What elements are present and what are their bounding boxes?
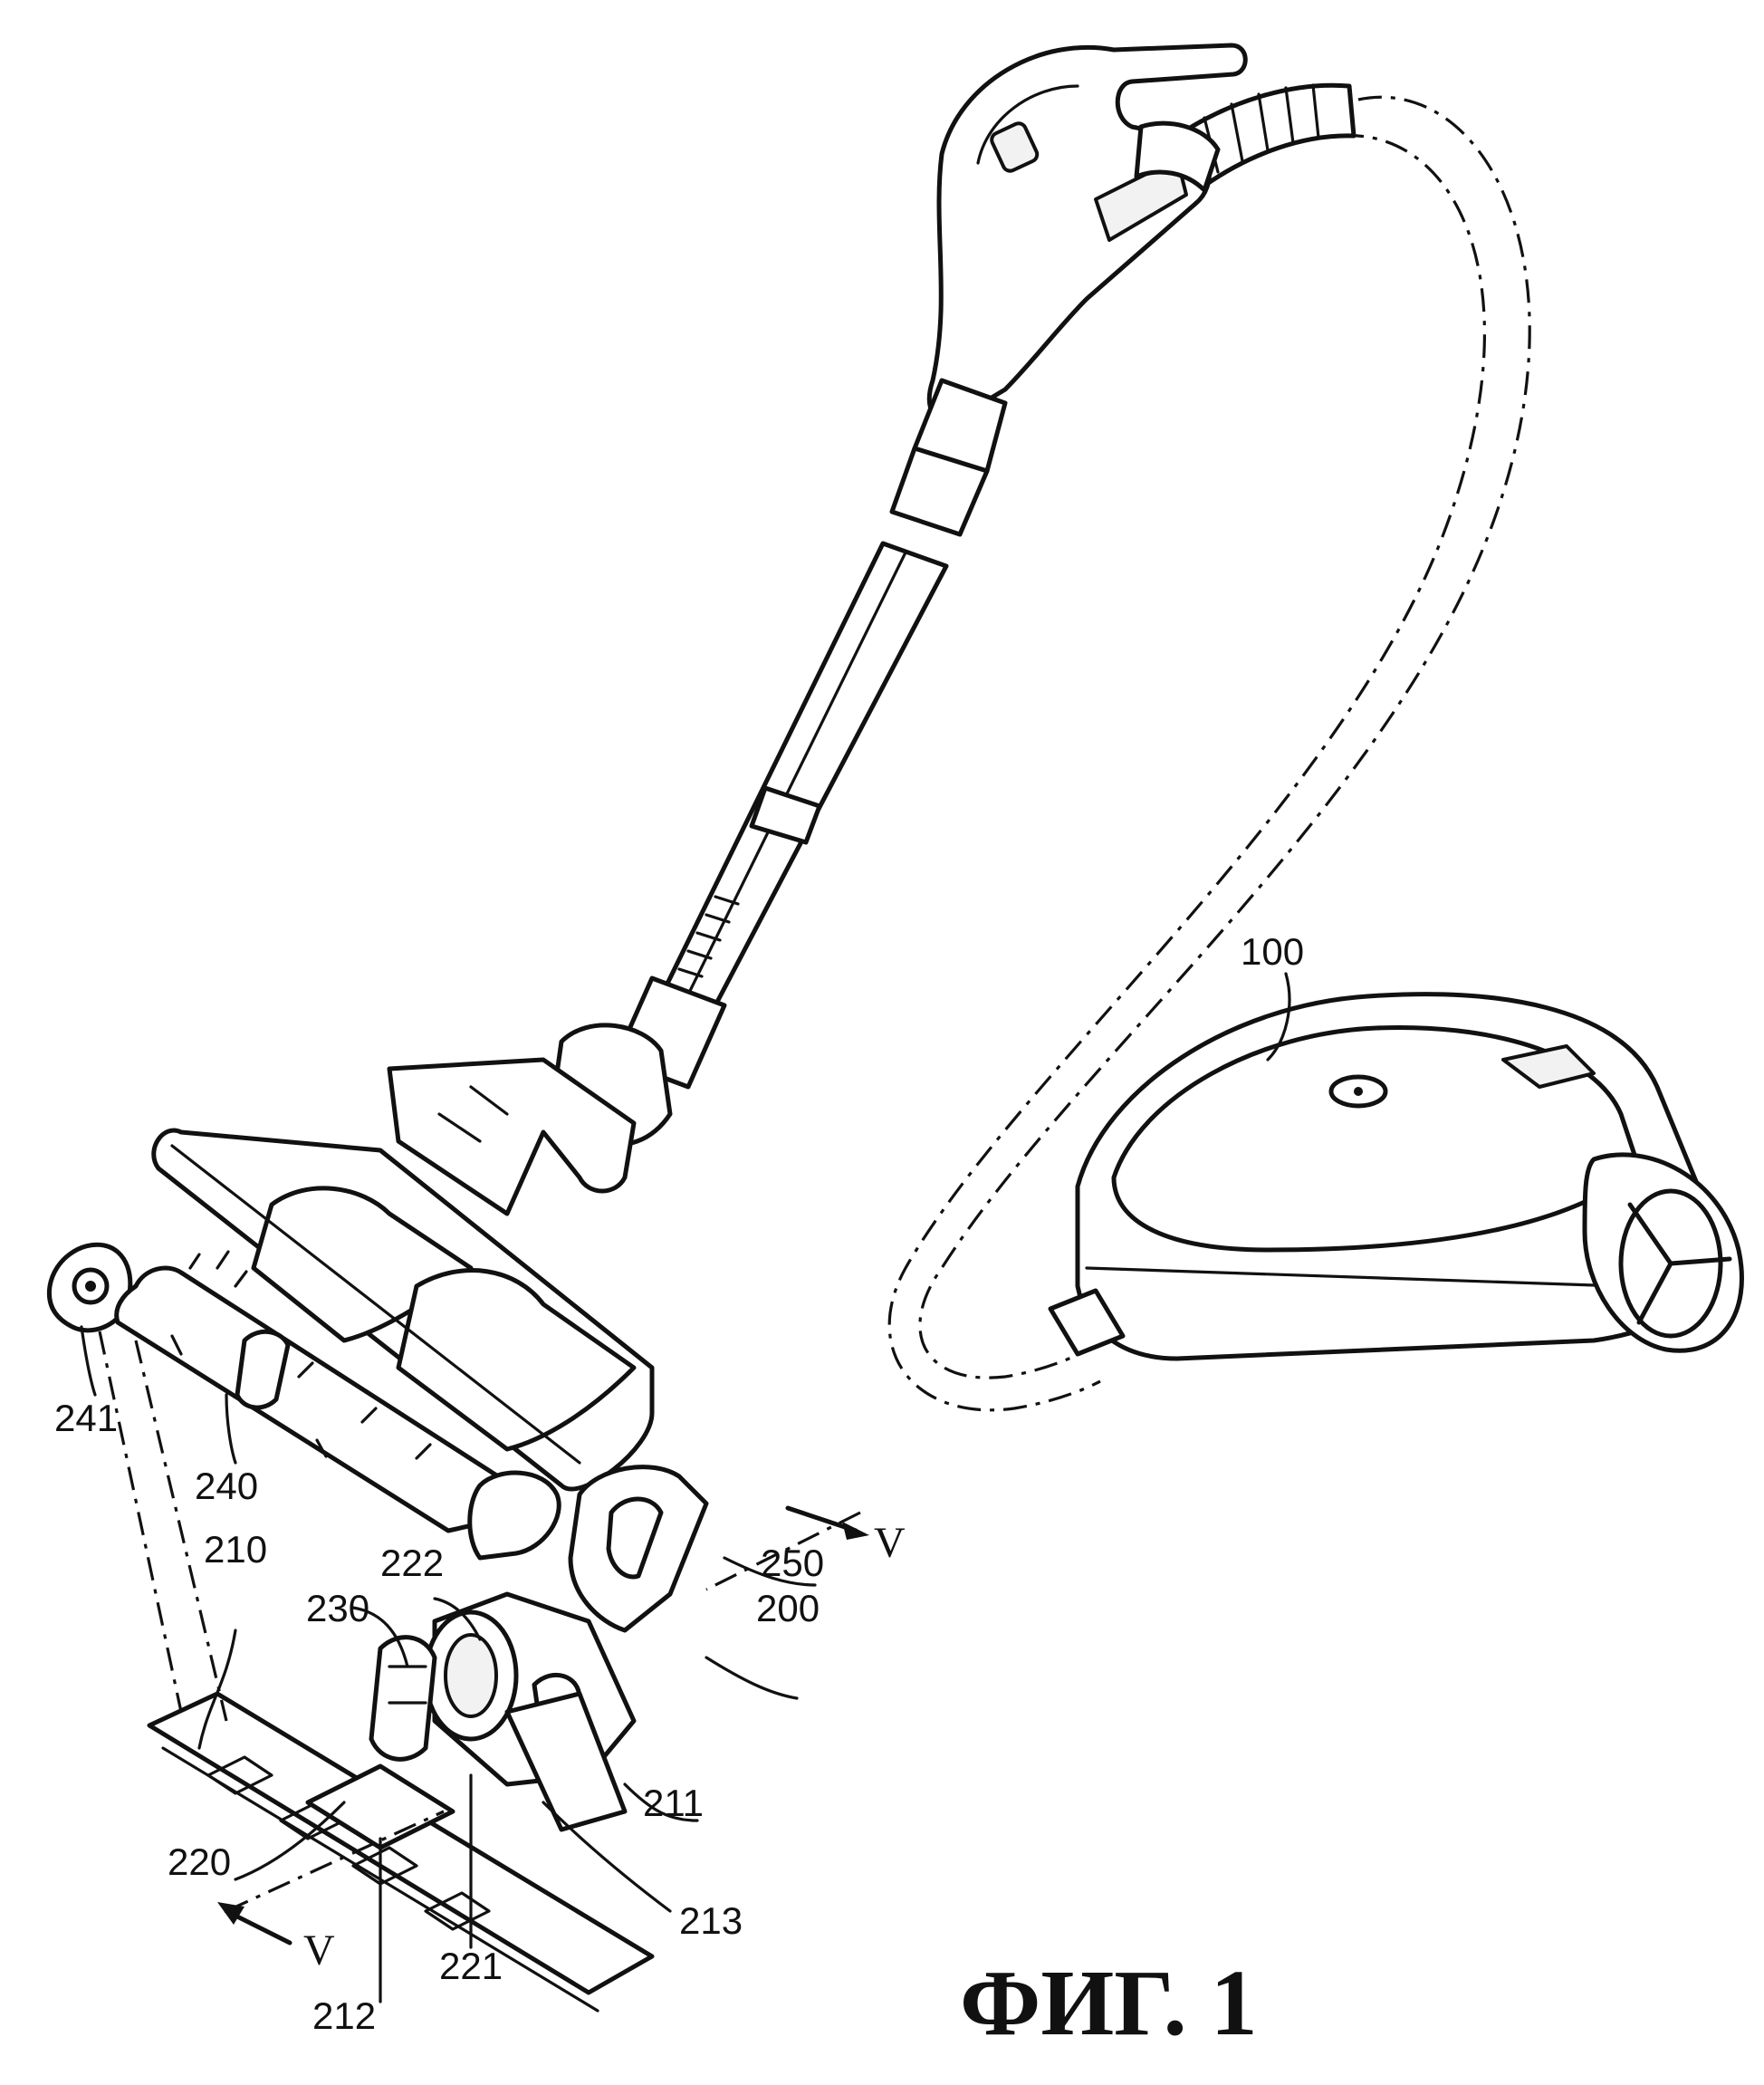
label-213: 213 [679, 1899, 743, 1942]
label-250: 250 [761, 1542, 825, 1584]
explode-lines [98, 1331, 228, 1722]
label-230: 230 [306, 1587, 370, 1629]
extension-tube [613, 378, 1008, 1090]
label-211: 211 [643, 1782, 704, 1824]
label-100: 100 [1241, 930, 1305, 973]
label-212: 212 [312, 1994, 377, 2037]
nozzle-assembled [151, 1023, 673, 1492]
label-222: 222 [380, 1542, 445, 1584]
hose-inlet [1048, 1288, 1126, 1357]
section-marker-upper: V [874, 1519, 906, 1567]
label-241: 241 [54, 1397, 119, 1439]
label-210: 210 [204, 1528, 268, 1571]
hose-dashed [887, 95, 1531, 1412]
figure-caption: ФИГ. 1 [960, 1951, 1258, 2055]
leader-lines [80, 972, 1291, 2003]
brush-roller [114, 1250, 561, 1561]
section-marker-lower: V [303, 1926, 335, 1975]
main-body [1048, 992, 1744, 1361]
section-line [217, 1505, 869, 1946]
label-240: 240 [195, 1465, 259, 1507]
label-220: 220 [168, 1840, 232, 1883]
tube-lock-icon [749, 785, 822, 845]
label-200: 200 [756, 1587, 820, 1629]
label-221: 221 [439, 1945, 503, 1987]
handle-switch-icon [990, 121, 1040, 173]
upper-casing [568, 1465, 709, 1633]
handle [926, 43, 1248, 422]
